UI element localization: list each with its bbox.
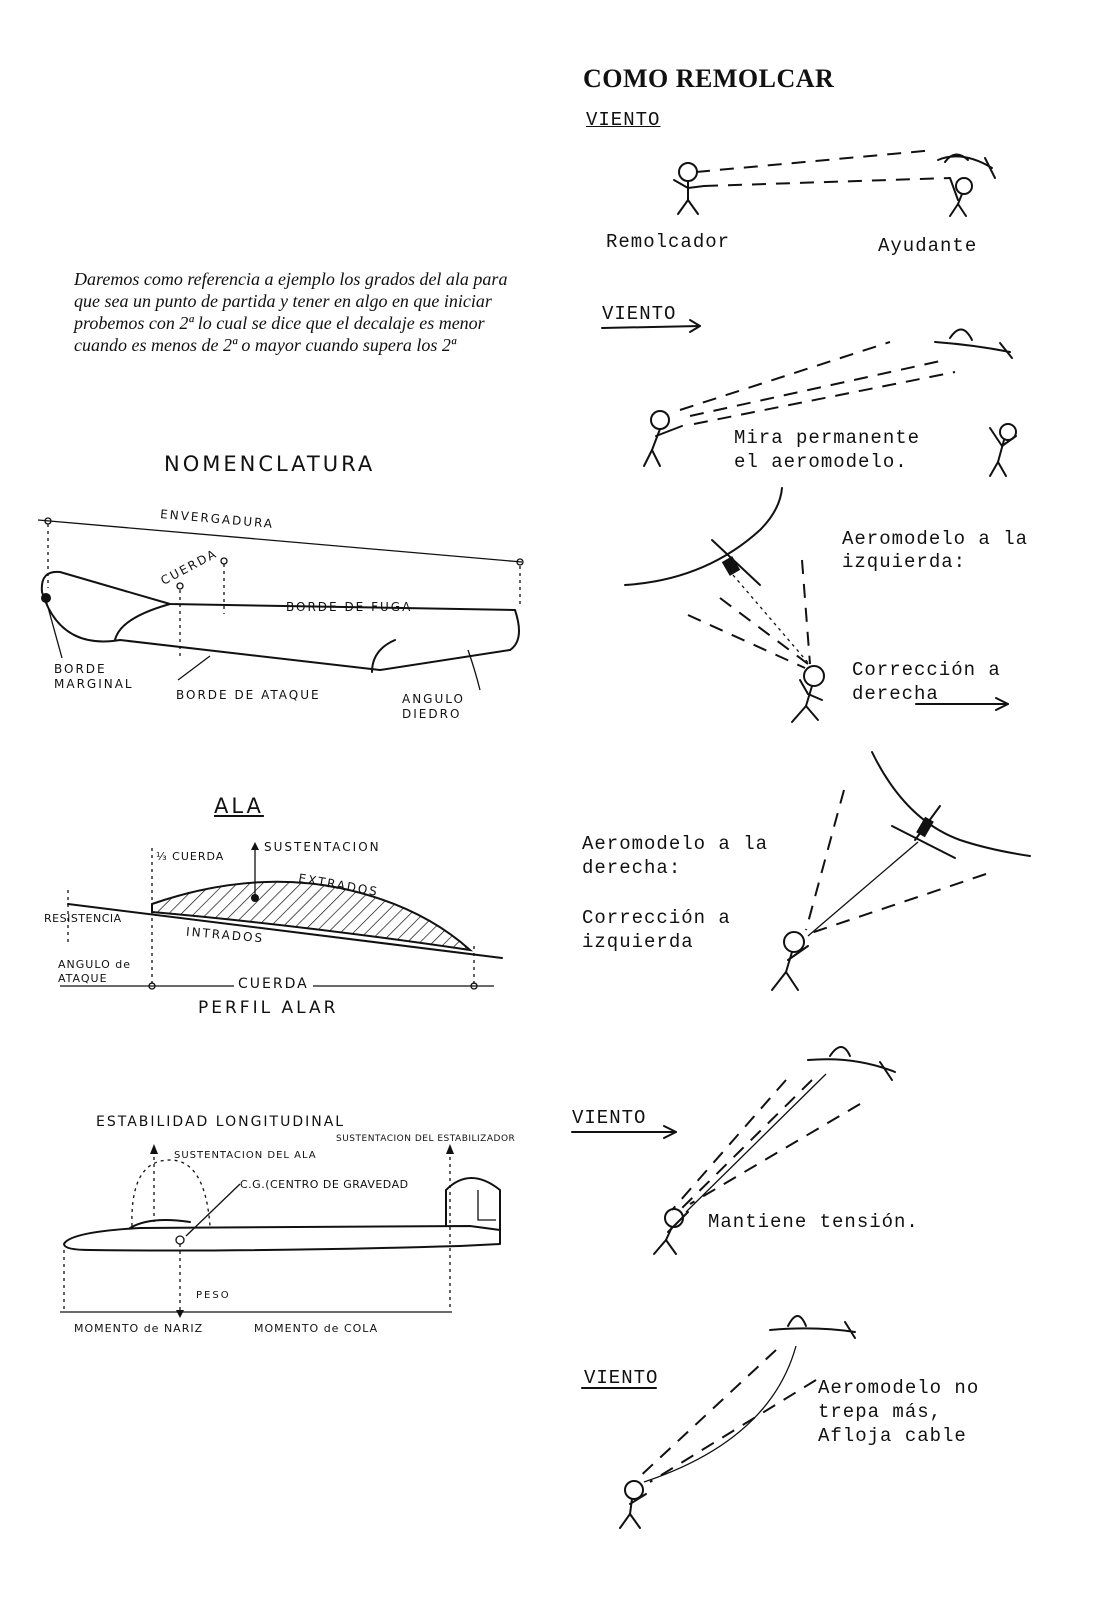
stick-figure-tower-6: [619, 1480, 647, 1529]
corr-izq-line-1: Corrección a: [582, 907, 731, 929]
model-plane-1: [937, 153, 996, 179]
tow-scene-1: [673, 149, 996, 217]
tow-scene-5: [571, 1046, 896, 1255]
airfoil-diagram: [60, 842, 503, 990]
remolcador-label: Remolcador: [606, 231, 731, 253]
wind-label-5: VIENTO: [572, 1107, 647, 1129]
model-plane-5: [807, 1046, 896, 1081]
momento-cola-label: MOMENTO de COLA: [254, 1322, 379, 1335]
ala-title: ALA: [214, 794, 264, 818]
borde-ataque-label: BORDE DE ATAQUE: [176, 688, 321, 702]
borde-marginal-line-2: MARGINAL: [54, 677, 134, 691]
tow-scene-2: [601, 319, 1017, 477]
angulo-diedro-line-2: DIEDRO: [402, 707, 462, 721]
mira-line-1: Mira permanente: [734, 427, 921, 449]
stick-figure-remolcador: [673, 162, 705, 215]
corr-der-line-1: Corrección a: [852, 659, 1001, 681]
sust-ala-label: SUSTENTACION DEL ALA: [174, 1150, 317, 1161]
model-plane-6: [769, 1315, 856, 1339]
cg-label: C.G.(CENTRO DE GRAVEDAD: [240, 1178, 409, 1191]
model-plane-2: [934, 328, 1013, 359]
mira-line-2: el aeromodelo.: [734, 451, 908, 473]
resistencia-label: RESISTENCIA: [44, 912, 122, 925]
page-title: COMO REMOLCAR: [583, 64, 835, 93]
notrepa-line-2: trepa más,: [818, 1401, 943, 1423]
angulo-diedro-line-1: ANGULO: [402, 692, 465, 706]
stick-figure-tower-4: [771, 931, 809, 991]
tow-scene-3: [624, 487, 1009, 723]
stick-figure-tower-5: [653, 1208, 689, 1255]
perfil-alar-label: PERFIL ALAR: [198, 998, 339, 1018]
borde-marginal-line-1: BORDE: [54, 662, 107, 676]
angulo-ataque-line-2: ATAQUE: [58, 972, 108, 985]
corr-izq-line-2: izquierda: [582, 931, 694, 953]
tow-scene-4: [771, 751, 1031, 991]
stick-figure-tower-3: [791, 665, 825, 723]
borde-fuga-label: BORDE DE FUGA: [286, 600, 413, 614]
stability-diagram: [60, 1144, 501, 1318]
estabilidad-title: ESTABILIDAD LONGITUDINAL: [96, 1114, 346, 1130]
der-line-1: Aeromodelo a la: [582, 833, 769, 855]
izq-line-2: izquierda:: [842, 551, 967, 573]
sust-estabilizador-label: SUSTENTACION DEL ESTABILIZADOR: [336, 1134, 516, 1144]
tercio-cuerda-label: ⅓ CUERDA: [156, 850, 225, 863]
momento-nariz-label: MOMENTO de NARIZ: [74, 1322, 204, 1335]
sustentacion-label: SUSTENTACION: [264, 840, 381, 854]
intro-paragraph: Daremos como referencia a ejemplo los gr…: [74, 269, 508, 355]
stick-figure-helper-2: [989, 423, 1017, 477]
stick-figure-ayudante: [949, 177, 973, 217]
wind-label-6: VIENTO: [584, 1367, 659, 1389]
angulo-ataque-line-1: ANGULO de: [58, 958, 131, 971]
tow-scene-6: [581, 1315, 856, 1529]
ayudante-label: Ayudante: [878, 235, 978, 257]
tension-label: Mantiene tensión.: [708, 1211, 919, 1233]
stick-figure-tower-2: [643, 410, 683, 467]
wind-label-1: VIENTO: [586, 109, 661, 131]
wing-nomenclature-diagram: [37, 517, 524, 691]
der-line-2: derecha:: [582, 857, 682, 879]
cuerda-label-profile: CUERDA: [234, 976, 313, 992]
nomenclatura-title: NOMENCLATURA: [164, 452, 376, 476]
wind-label-2: VIENTO: [602, 303, 677, 325]
izq-line-1: Aeromodelo a la: [842, 528, 1029, 550]
peso-label: PESO: [196, 1290, 231, 1301]
notrepa-line-3: Afloja cable: [818, 1425, 967, 1447]
corr-der-line-2: derecha: [852, 683, 939, 705]
notrepa-line-1: Aeromodelo no: [818, 1377, 980, 1399]
